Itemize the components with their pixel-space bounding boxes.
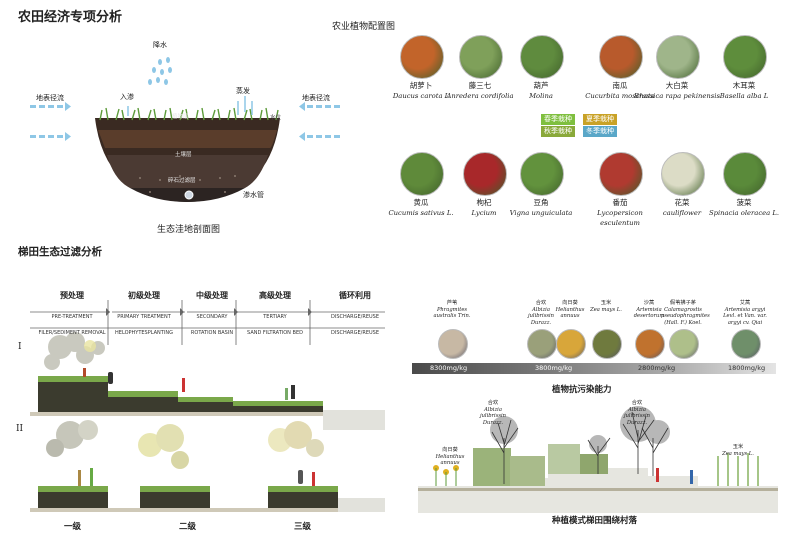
water-level-label: 水位 bbox=[270, 115, 282, 121]
resistance-photo-3 bbox=[592, 329, 622, 359]
resistance-caption: 植物抗污染能力 bbox=[552, 385, 612, 395]
resistance-bar bbox=[412, 363, 776, 374]
plant-row1-photo-2 bbox=[520, 35, 564, 79]
gravel-layer-label: 碎石过滤层 bbox=[168, 178, 196, 184]
stage-sub-1: HELOPHYTESPLANTING bbox=[115, 330, 173, 336]
stage-title-3: 高级处理 bbox=[259, 291, 291, 300]
resistance-photo-2 bbox=[556, 329, 586, 359]
plant-row1-photo-3 bbox=[599, 35, 643, 79]
rain-label: 降水 bbox=[153, 41, 167, 49]
swale-section-diagram bbox=[30, 57, 340, 202]
stage-en-0: PRE-TREATMENT bbox=[51, 314, 93, 320]
page-title: 农田经济专项分析 bbox=[18, 10, 123, 25]
plant-row2-photo-2 bbox=[520, 152, 564, 196]
terrace-title: 梯田生态过滤分析 bbox=[18, 246, 102, 258]
plant-row1-photo-5 bbox=[723, 35, 767, 79]
value-3: 2800mg/kg bbox=[638, 364, 676, 372]
soil-layer-label: 土壤层 bbox=[175, 152, 192, 158]
stage-en-1: PRIMARY TREATMENT bbox=[117, 314, 171, 320]
stage-sub-2: ROTATION BASIN bbox=[190, 330, 234, 336]
pipe-label: 渗水管 bbox=[243, 191, 264, 199]
stage-sub-4: DISCHARGE/REUSE bbox=[331, 330, 379, 336]
row-mark-1: I bbox=[18, 342, 22, 352]
legend-spring: 春季栽种 bbox=[541, 114, 575, 125]
plants-config-title: 农业植物配置图 bbox=[332, 22, 396, 32]
stage-en-4: DISCHARGE/REUSE bbox=[331, 314, 379, 320]
terrace-diagram bbox=[30, 300, 385, 512]
stage-sub-3: SAND FILTRATION BED bbox=[247, 330, 303, 336]
stage-title-2: 中级处理 bbox=[196, 291, 228, 300]
evaporation-label: 蒸发 bbox=[236, 87, 250, 95]
village-illustration bbox=[418, 406, 778, 513]
row-mark-2: II bbox=[16, 424, 24, 434]
runoff-right-label: 地表径流 bbox=[302, 94, 330, 102]
village-caption: 种植模式梯田围绕村落 bbox=[552, 516, 638, 526]
level-3-label: 三级 bbox=[294, 522, 312, 532]
level-1-label: 一级 bbox=[64, 522, 82, 532]
value-4: 1800mg/kg bbox=[728, 364, 766, 372]
plant-row2-photo-1 bbox=[463, 152, 507, 196]
rain-drops bbox=[148, 57, 172, 85]
swale-caption: 生态洼地剖面图 bbox=[157, 225, 221, 235]
stage-title-1: 初级处理 bbox=[128, 291, 160, 300]
legend-summer: 夏季栽种 bbox=[583, 114, 617, 125]
plant-row2-photo-0 bbox=[400, 152, 444, 196]
legend-autumn: 秋季栽种 bbox=[541, 126, 575, 137]
plant-row2-photo-4 bbox=[661, 152, 705, 196]
infiltration-label: 入渗 bbox=[120, 93, 134, 101]
resistance-photo-6 bbox=[731, 329, 761, 359]
level-2-label: 二级 bbox=[179, 522, 197, 532]
resistance-photo-0 bbox=[438, 329, 468, 359]
resistance-photo-5 bbox=[669, 329, 699, 359]
plant-row1-photo-1 bbox=[459, 35, 503, 79]
value-2: 3800mg/kg bbox=[535, 364, 573, 372]
plant-row1-photo-0 bbox=[400, 35, 444, 79]
value-1: 8300mg/kg bbox=[430, 364, 468, 372]
plant-layer-label: 植物层 bbox=[172, 114, 189, 120]
stage-sub-0: FILER/SEDIMENT REMOVAL bbox=[38, 330, 106, 336]
runoff-left-label: 地表径流 bbox=[36, 94, 64, 102]
legend-winter: 冬季栽种 bbox=[583, 126, 617, 137]
stage-title-0: 预处理 bbox=[60, 291, 84, 300]
stage-title-4: 循环利用 bbox=[339, 291, 371, 300]
plant-row2-photo-5 bbox=[723, 152, 767, 196]
plant-row1-photo-4 bbox=[656, 35, 700, 79]
resistance-photo-4 bbox=[635, 329, 665, 359]
plant-row2-photo-3 bbox=[599, 152, 643, 196]
stage-en-3: TERTIARY bbox=[263, 314, 287, 320]
resistance-photo-1 bbox=[527, 329, 557, 359]
stage-en-2: SECONDARY bbox=[196, 314, 228, 320]
